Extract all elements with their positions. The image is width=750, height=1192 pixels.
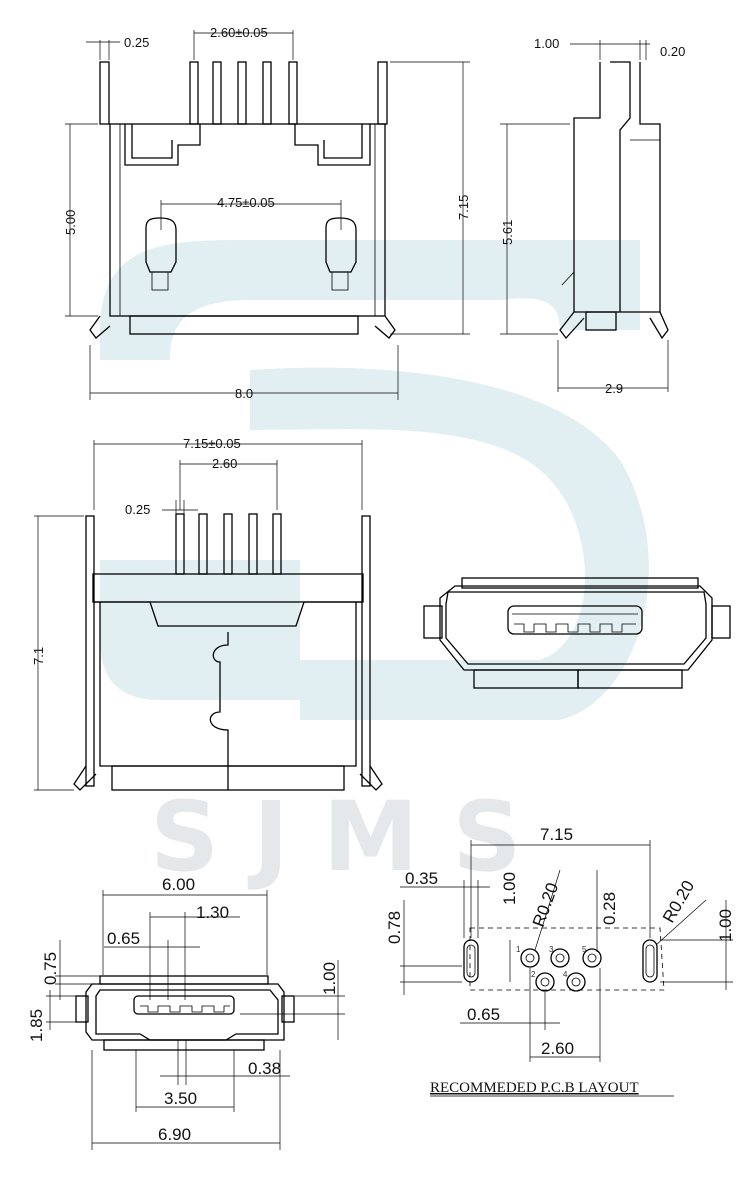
dim-face-w350: 3.50 xyxy=(164,1089,197,1108)
dim-front-pin-width: 0.25 xyxy=(125,502,150,517)
dim-face-w130: 1.30 xyxy=(196,903,229,922)
dim-pcb-span: 7.15 xyxy=(540,825,573,844)
dim-side-d1: 1.00 xyxy=(534,36,559,51)
dim-face-w600: 6.00 xyxy=(162,875,195,894)
dim-pcb-pitch: 0.65 xyxy=(467,1005,500,1024)
dim-pcb-d028: 0.28 xyxy=(600,892,619,925)
dim-face-h075: 0.75 xyxy=(41,952,60,985)
front-view: 7.15±0.05 2.60 0.25 7.1 xyxy=(31,436,383,791)
dim-side-depth: 2.9 xyxy=(605,381,623,396)
dim-side-d2: 0.20 xyxy=(660,44,685,59)
watermark-logo: SJMS xyxy=(100,240,649,893)
dim-side-height: 5.61 xyxy=(500,220,515,245)
dim-face-h185: 1.85 xyxy=(27,1009,46,1042)
dim-top-hole-span: 4.75±0.05 xyxy=(217,195,275,210)
dim-face-w065: 0.65 xyxy=(107,929,140,948)
pcb-pin-1: 1 xyxy=(516,945,521,954)
dim-top-pin-width: 0.25 xyxy=(124,35,149,50)
dim-pcb-h078: 0.78 xyxy=(385,911,404,944)
pcb-pin-4: 4 xyxy=(563,970,568,979)
dim-pcb-pad-h: 1.00 xyxy=(500,872,519,905)
dim-top-width: 8.0 xyxy=(235,386,253,401)
dim-front-width: 7.15±0.05 xyxy=(183,436,241,451)
dim-pcb-h-right: 1.00 xyxy=(716,909,735,942)
dim-top-height-total: 7.15 xyxy=(456,195,471,220)
dim-face-h100: 1.00 xyxy=(320,962,339,995)
side-view: 1.00 0.20 5.61 2.9 xyxy=(500,36,685,396)
pcb-layout: 1 2 3 4 5 7.15 0.35 1.00 R0.20 0.28 R0.2… xyxy=(385,825,735,1097)
pcb-pin-3: 3 xyxy=(549,945,554,954)
dim-front-height: 7.1 xyxy=(31,647,46,665)
face-view: 6.00 1.30 0.65 0.75 1.85 1.00 0.38 3.50 … xyxy=(27,875,345,1150)
port-face-view xyxy=(423,577,731,689)
dim-face-w038: 0.38 xyxy=(248,1059,281,1078)
dim-top-pin-span: 2.60±0.05 xyxy=(210,25,268,40)
dim-pcb-span-pins: 2.60 xyxy=(541,1039,574,1058)
dim-pcb-r-right: R0.20 xyxy=(659,877,698,926)
dim-top-height-body: 5.00 xyxy=(63,210,78,235)
dim-pcb-pad-w: 0.35 xyxy=(405,869,438,888)
top-view: 0.25 2.60±0.05 7.15 5.00 4.75±0.05 8.0 xyxy=(63,25,471,401)
pcb-layout-title: RECOMMEDED P.C.B LAYOUT xyxy=(430,1080,639,1096)
dim-face-w690: 6.90 xyxy=(158,1125,191,1144)
watermark-text: SJMS xyxy=(150,781,556,893)
pcb-pin-5: 5 xyxy=(582,945,587,954)
dim-front-pin-span: 2.60 xyxy=(212,456,237,471)
pcb-pin-2: 2 xyxy=(531,970,536,979)
